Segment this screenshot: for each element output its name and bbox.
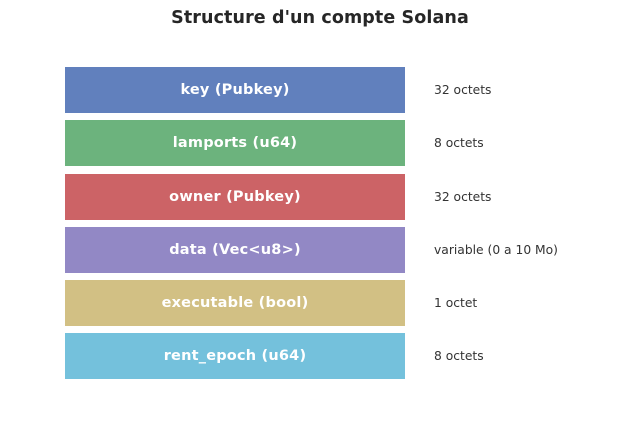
field-block-owner[interactable]: owner (Pubkey)	[64, 172, 406, 221]
field-size-annotation: 32 octets	[434, 83, 492, 97]
field-size-annotation: 8 octets	[434, 136, 484, 151]
field-block-label: owner (Pubkey)	[169, 188, 301, 205]
field-size-annotation: variable (0 a 10 Mo)	[434, 242, 558, 257]
field-size-annotation: 8 octets	[434, 349, 484, 364]
field-block-key[interactable]: key (Pubkey)	[64, 66, 406, 114]
field-stack: key (Pubkey) 32 octets lamports (u64) 8 …	[64, 66, 558, 386]
field-row: owner (Pubkey) 32 octets	[64, 172, 491, 226]
page-title: Structure d'un compte Solana	[171, 8, 469, 28]
field-row: executable (bool) 1 octet	[64, 279, 477, 332]
field-row: key (Pubkey) 32 octets	[64, 66, 491, 119]
field-block-label: executable (bool)	[161, 295, 309, 312]
field-row: rent_epoch (u64) 8 octets	[64, 332, 484, 385]
field-block-label: data (Vec<u8>)	[169, 241, 301, 258]
field-block-rent-epoch[interactable]: rent_epoch (u64)	[64, 332, 406, 381]
field-size-annotation: 1 octet	[434, 296, 478, 311]
field-row: data (Vec<u8>) variable (0 a 10 Mo)	[64, 225, 558, 279]
field-block-data[interactable]: data (Vec<u8>)	[64, 225, 406, 274]
field-size-annotation: 32 octets	[434, 189, 492, 204]
field-block-label: rent_epoch (u64)	[163, 348, 307, 365]
field-block-lamports[interactable]: lamports (u64)	[64, 119, 406, 168]
field-block-executable[interactable]: executable (bool)	[64, 279, 406, 328]
field-block-label: lamports (u64)	[172, 135, 298, 152]
field-row: lamports (u64) 8 octets	[64, 119, 484, 172]
field-block-label: key (Pubkey)	[180, 82, 290, 98]
